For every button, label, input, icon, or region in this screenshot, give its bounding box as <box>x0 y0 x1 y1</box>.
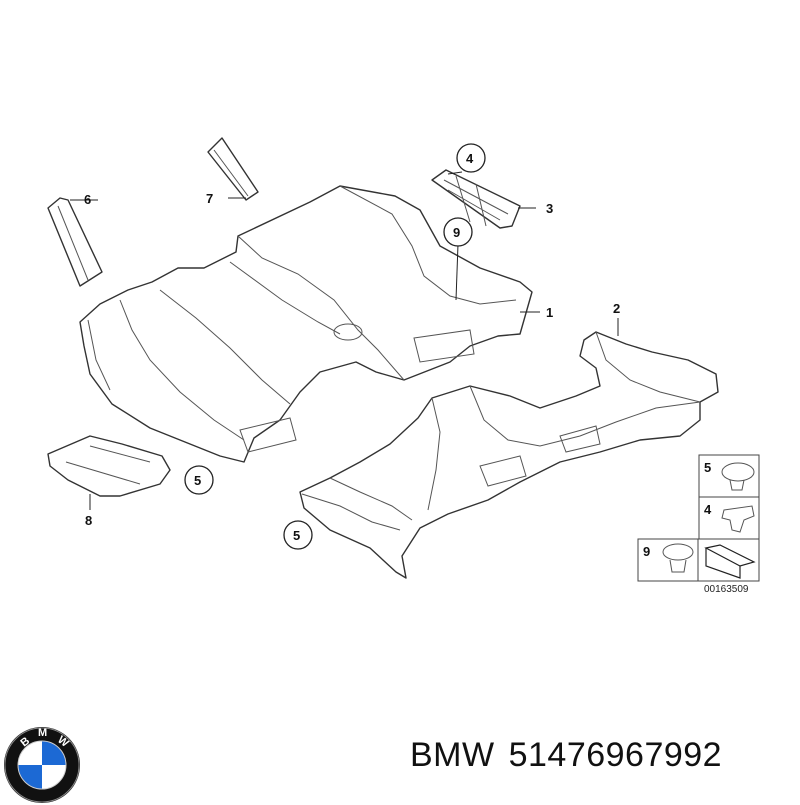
callout-2: 2 <box>613 301 620 316</box>
part-7-trim-strip <box>207 137 259 201</box>
svg-text:M: M <box>38 727 47 739</box>
callout-6: 6 <box>84 192 91 207</box>
svg-text:5: 5 <box>704 460 711 475</box>
callout-8: 8 <box>85 513 92 528</box>
bmw-logo-icon: B M W <box>4 727 80 803</box>
callout-7: 7 <box>206 191 213 206</box>
svg-text:4: 4 <box>704 502 712 517</box>
part-3-grille-insert <box>431 169 521 229</box>
legend-arrow-symbol <box>697 538 760 582</box>
svg-text:5: 5 <box>293 528 300 543</box>
legend-item-5: 5 <box>698 454 760 498</box>
legend-item-9: 9 <box>637 538 699 582</box>
footer-brand: BMW <box>410 736 495 774</box>
callout-circle-5-lower: 5 <box>283 520 313 550</box>
footer-part-label: BMW 51476967992 <box>410 736 736 775</box>
part-8-floor-plate <box>47 435 171 497</box>
callout-circle-9: 9 <box>443 217 473 247</box>
part-2-rear-floor-covering <box>299 331 719 579</box>
part-6-trim-strip <box>47 197 103 287</box>
svg-text:4: 4 <box>466 151 474 166</box>
legend-item-4: 4 <box>698 496 760 540</box>
footer-part-number: 51476967992 <box>508 736 723 774</box>
diagram-reference-number: 00163509 <box>704 584 749 595</box>
svg-text:9: 9 <box>453 225 460 240</box>
part-1-front-floor-covering <box>79 185 533 463</box>
svg-text:9: 9 <box>643 544 650 559</box>
callout-circle-4: 4 <box>456 143 486 173</box>
svg-text:5: 5 <box>194 473 201 488</box>
callout-circle-5-upper: 5 <box>184 465 214 495</box>
callout-1: 1 <box>546 305 553 320</box>
callout-3: 3 <box>546 201 553 216</box>
leader-lines <box>70 171 619 510</box>
